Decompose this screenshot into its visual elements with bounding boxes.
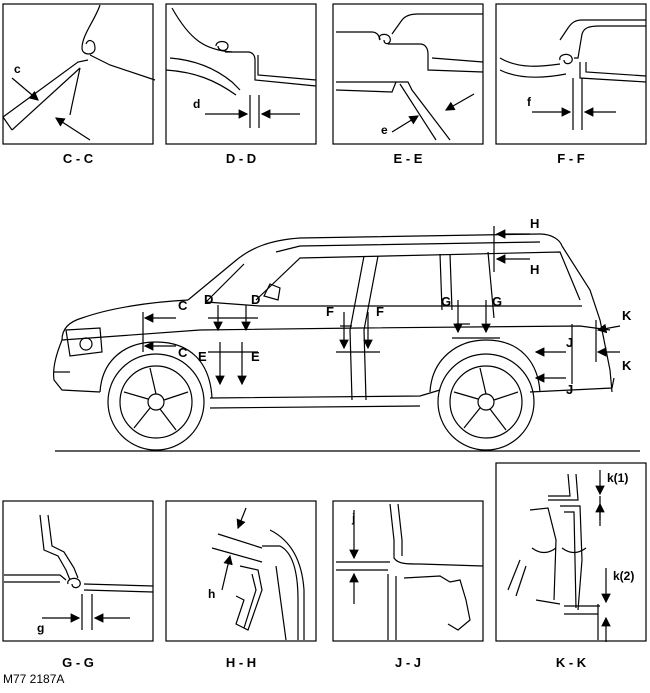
- rear-wheel: [437, 353, 535, 451]
- section-marker-j: [534, 324, 573, 384]
- dim-label-j: j: [351, 511, 355, 525]
- section-label-f-right: F: [376, 304, 384, 319]
- dim-label-g: g: [37, 621, 44, 635]
- caption-j-j: J - J: [394, 655, 421, 670]
- dim-label-k2: k(2): [613, 569, 634, 583]
- section-marker-e: [208, 342, 258, 386]
- caption-c-c: C - C: [62, 151, 94, 166]
- dim-arrow-c-1: [11, 77, 39, 101]
- reference-code: M77 2187A: [3, 672, 65, 686]
- dim-label-e: e: [381, 123, 388, 137]
- section-label-d-left: D: [204, 292, 213, 307]
- section-label-e-right: E: [251, 349, 260, 364]
- section-marker-h: [493, 226, 530, 272]
- section-label-c-top: C: [178, 298, 188, 313]
- section-label-h-top: H: [530, 216, 539, 231]
- panel-e-e: [332, 3, 484, 145]
- section-marker-f: [336, 312, 380, 353]
- dim-label-c: c: [14, 62, 21, 76]
- section-marker-k: [595, 320, 621, 362]
- caption-e-e: E - E: [393, 151, 423, 166]
- dim-arrow-e-1: [391, 115, 420, 133]
- section-label-g-left: G: [441, 294, 451, 309]
- section-label-j-bottom: J: [566, 382, 573, 397]
- panel-k-k: [495, 462, 647, 642]
- panel-j-j: [332, 500, 484, 642]
- dim-arrow-h-2: [221, 554, 233, 591]
- section-label-g-right: G: [492, 294, 502, 309]
- panel-f-f: [495, 3, 647, 145]
- caption-f-f: F - F: [557, 151, 585, 166]
- section-label-j-top: J: [566, 335, 573, 350]
- dim-label-f: f: [527, 95, 532, 109]
- dim-label-h: h: [208, 587, 215, 601]
- caption-g-g: G - G: [62, 655, 94, 670]
- section-marker-c: [142, 312, 176, 352]
- section-label-k-top: K: [622, 308, 632, 323]
- panel-c-c: [2, 3, 156, 145]
- front-wheel: [107, 353, 205, 451]
- dim-arrow-c-2: [54, 117, 91, 141]
- vehicle-side-view: [53, 226, 640, 452]
- dim-arrow-h-1: [236, 507, 247, 530]
- panel-g-g: [2, 500, 154, 642]
- dim-label-d: d: [193, 97, 200, 111]
- section-marker-d: [208, 305, 258, 332]
- caption-h-h: H - H: [225, 655, 257, 670]
- dim-arrow-e-2: [444, 93, 475, 111]
- section-label-h-bottom: H: [530, 262, 539, 277]
- section-label-e-left: E: [198, 349, 207, 364]
- section-label-d-right: D: [251, 292, 260, 307]
- section-label-f-left: F: [326, 304, 334, 319]
- caption-d-d: D - D: [225, 151, 257, 166]
- caption-k-k: K - K: [555, 655, 587, 670]
- panel-h-h: [165, 500, 317, 642]
- section-marker-g: [452, 300, 500, 339]
- section-label-k-bottom: K: [622, 358, 632, 373]
- section-label-c-bottom: C: [178, 345, 188, 360]
- panel-d-d: [165, 3, 317, 145]
- dim-label-k1: k(1): [607, 471, 628, 485]
